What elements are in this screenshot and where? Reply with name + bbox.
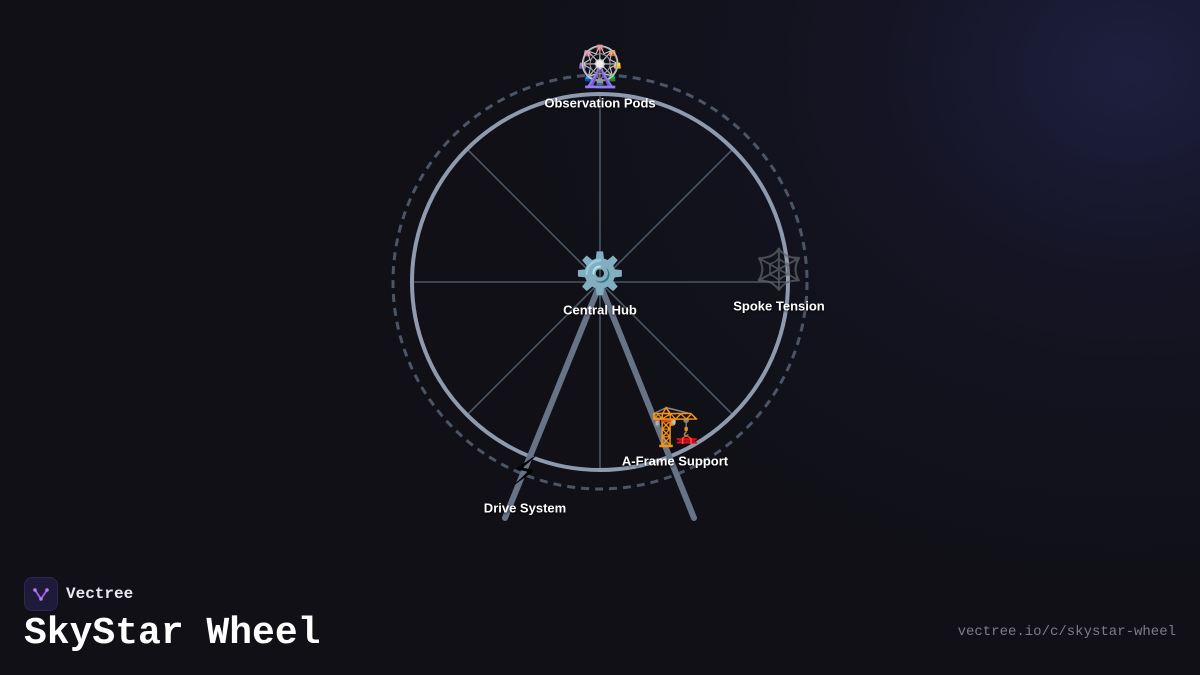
spoke: [599, 148, 734, 283]
spider-web-icon: 🕸️: [754, 247, 804, 293]
spoke: [599, 281, 734, 416]
a-frame-leg-right: [597, 281, 697, 521]
page-title: SkyStar Wheel: [24, 612, 321, 655]
brand: Vectree: [24, 577, 133, 611]
lightning-bolt-icon: ⚡: [510, 449, 540, 495]
ferris-wheel-icon: 🎡: [575, 44, 625, 90]
vectree-logo-icon: [24, 577, 58, 611]
observation-pods-label: Observation Pods: [544, 95, 656, 111]
spoke: [466, 148, 601, 283]
a-frame-legs: [502, 281, 697, 521]
central-hub-label: Central Hub: [563, 302, 637, 318]
brand-name: Vectree: [66, 585, 134, 603]
wheel-rim: [410, 92, 790, 472]
a-frame-leg-left: [502, 281, 603, 521]
drive-system-label: Drive System: [483, 500, 567, 516]
dashed-outer-ring: [391, 73, 809, 491]
a-frame-support-label: A-Frame Support: [621, 453, 729, 469]
spoke: [466, 281, 601, 416]
gear-icon: ⚙️: [575, 251, 625, 297]
spokes: [412, 94, 788, 470]
source-url[interactable]: vectree.io/c/skystar-wheel: [957, 624, 1176, 640]
construction-crane-icon: 🏗️: [650, 403, 700, 449]
spoke-tension-label: Spoke Tension: [733, 298, 825, 314]
